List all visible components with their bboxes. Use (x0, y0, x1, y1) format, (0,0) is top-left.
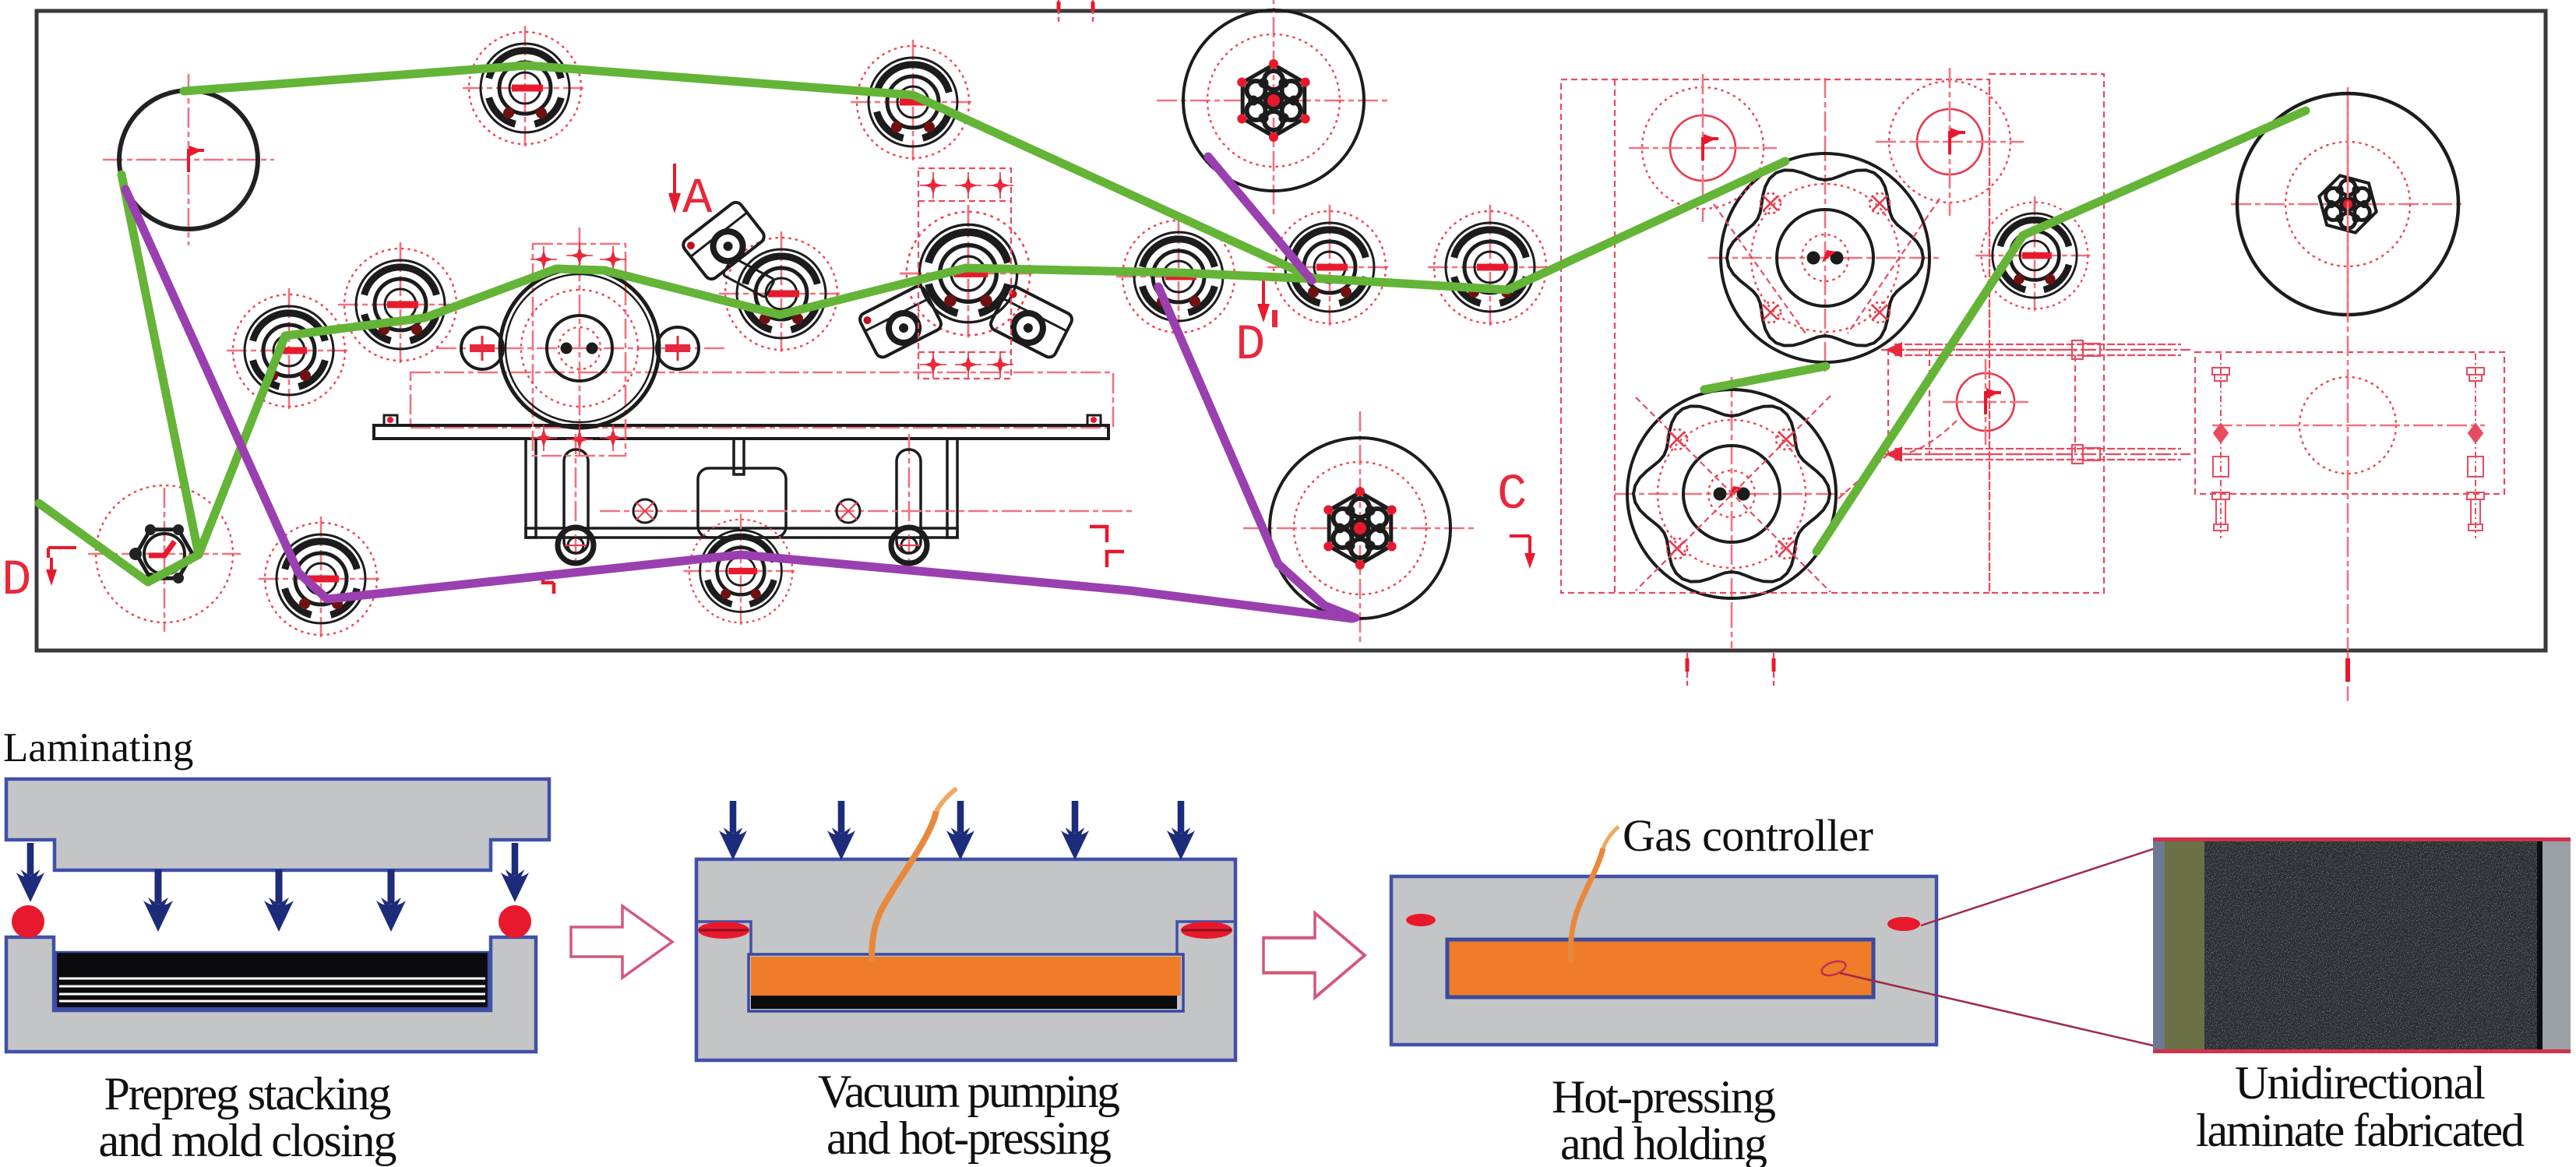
svg-text:D: D (1235, 318, 1265, 374)
svg-text:Vacuum pumping: Vacuum pumping (818, 1066, 1120, 1117)
svg-text:A: A (682, 171, 713, 227)
svg-text:and hot-pressing: and hot-pressing (826, 1112, 1112, 1164)
svg-text:Gas controller: Gas controller (1623, 810, 1873, 861)
svg-text:Hot-pressing: Hot-pressing (1552, 1071, 1776, 1123)
svg-text:Prepreg stacking: Prepreg stacking (104, 1068, 392, 1119)
svg-text:and holding: and holding (1560, 1118, 1767, 1167)
svg-text:Unidirectional: Unidirectional (2235, 1057, 2486, 1109)
svg-text:D: D (2, 553, 31, 609)
svg-text:Laminating: Laminating (3, 725, 193, 770)
svg-text:C: C (1497, 467, 1527, 524)
svg-text:laminate fabricated: laminate fabricated (2196, 1105, 2525, 1156)
svg-text:and mold closing: and mold closing (99, 1115, 397, 1166)
